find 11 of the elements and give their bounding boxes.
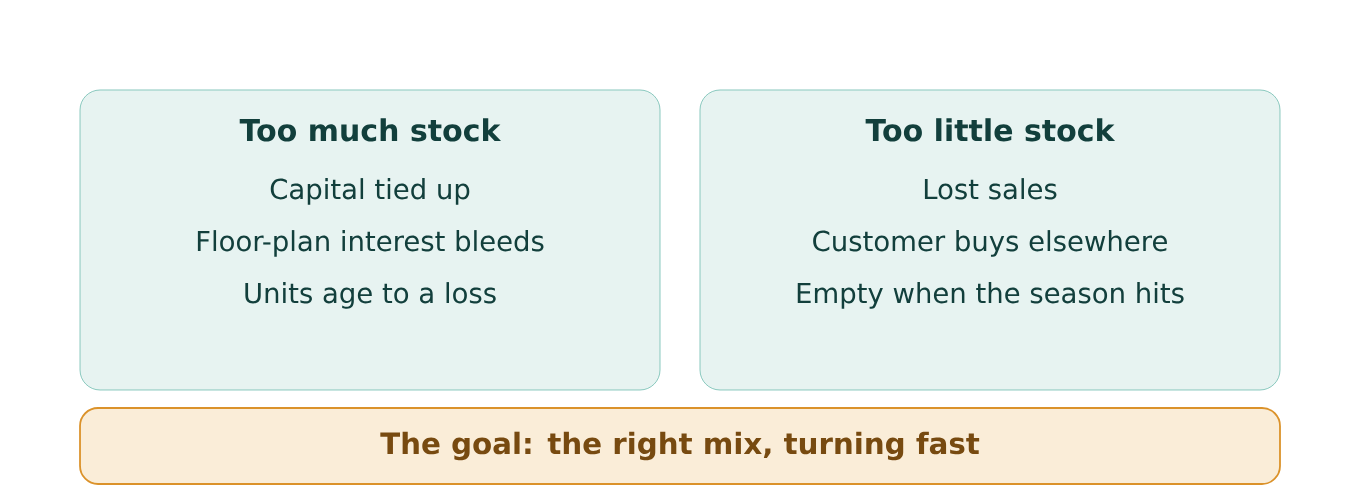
- card-text: Capital tied up: [270, 178, 470, 205]
- card-heading: Too much stock: [239, 118, 501, 142]
- card-heading: Too little stock: [865, 118, 1116, 142]
- card-text: Lost sales: [924, 178, 1057, 200]
- card: [699, 89, 1281, 391]
- card: [79, 89, 661, 391]
- card-text: Floor-plan interest bleeds: [197, 230, 544, 257]
- goal-banner: The goal: the right mix, turning fast: [79, 407, 1281, 485]
- card-text: Empty when the season hits: [797, 282, 1184, 309]
- card-text: Customer buys elsewhere: [813, 230, 1167, 257]
- card-text: Units age to a loss: [245, 282, 496, 309]
